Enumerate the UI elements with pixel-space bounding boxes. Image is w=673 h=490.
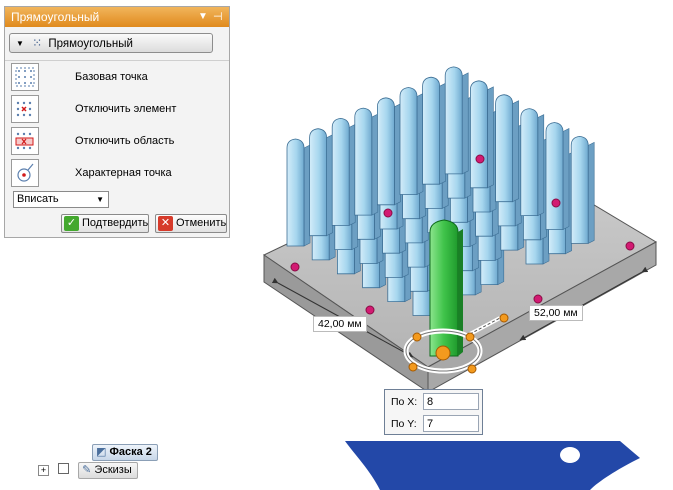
fin-side <box>512 100 519 203</box>
fin-side <box>461 72 469 175</box>
coord-y-row: По Y: <box>389 414 481 434</box>
width-dimension-label[interactable]: 42,00 мм <box>313 316 367 332</box>
selected-fin[interactable] <box>429 219 463 357</box>
manipulator-handle[interactable] <box>408 362 418 372</box>
tree-item-chamfer-label: Фаска 2 <box>109 446 152 458</box>
fin[interactable] <box>495 94 513 203</box>
coord-y-input[interactable] <box>423 415 479 432</box>
tool-disable-area-label: Отключить область <box>75 135 175 147</box>
fin-side <box>303 144 311 247</box>
tree-item-sketches-label: Эскизы <box>94 464 132 476</box>
fin-side <box>371 113 379 216</box>
manipulator-handle[interactable] <box>499 313 509 323</box>
fin-side <box>439 82 446 185</box>
tool-disable-element-label: Отключить элемент <box>75 103 177 115</box>
fin[interactable] <box>520 108 539 216</box>
keypoint-marker[interactable] <box>383 208 393 218</box>
panel-header: Прямоугольный ▼ ⊣ <box>5 7 229 27</box>
coordinate-entry-box: По X: По Y: <box>384 389 483 435</box>
fin-side <box>562 128 570 230</box>
keypoint-marker[interactable] <box>475 154 485 164</box>
fin-side <box>587 141 595 244</box>
manipulator-handle[interactable] <box>412 332 422 342</box>
fin-grid[interactable] <box>286 66 595 316</box>
coord-x-label: По X: <box>391 396 418 408</box>
tool-base-point[interactable]: Базовая точка <box>11 63 225 93</box>
keypoint-marker[interactable] <box>533 294 543 304</box>
fin[interactable] <box>470 80 488 189</box>
close-icon: ✕ <box>158 216 173 231</box>
manipulator-handle[interactable] <box>467 364 477 374</box>
fin[interactable] <box>309 128 327 237</box>
depth-dimension-label[interactable]: 52,00 мм <box>529 305 583 321</box>
fin-side <box>416 93 424 195</box>
coord-x-input[interactable] <box>423 393 479 410</box>
dropdown-arrow-icon[interactable]: ▼ <box>198 11 208 22</box>
keypoint-markers[interactable] <box>290 154 635 315</box>
checkbox[interactable] <box>58 463 70 474</box>
tool-base-point-label: Базовая точка <box>75 71 148 83</box>
background-part <box>345 441 640 490</box>
tree-item-chamfer[interactable]: ◩ Фаска 2 <box>92 444 158 461</box>
sketch-icon: ✎ <box>82 464 92 476</box>
fin[interactable] <box>570 135 589 244</box>
fin[interactable] <box>354 107 373 216</box>
keypoint-marker[interactable] <box>365 305 375 315</box>
fin-side <box>348 123 356 226</box>
fin[interactable] <box>399 87 418 195</box>
coord-x-row: По X: <box>389 392 481 412</box>
pattern-panel: Прямоугольный ▼ ⊣ ▼ ⁙ Прямоугольный Базо… <box>4 6 230 238</box>
disable-element-icon[interactable] <box>11 95 39 123</box>
disable-area-icon[interactable] <box>11 127 39 155</box>
fin[interactable] <box>286 138 305 247</box>
keypoint-marker[interactable] <box>625 241 635 251</box>
manipulator-handle[interactable] <box>465 332 475 342</box>
pattern-type-label: Прямоугольный <box>48 38 133 50</box>
chamfer-icon: ◩ <box>96 446 107 458</box>
keypoint-icon[interactable] <box>11 159 39 187</box>
chevron-down-icon: ▼ <box>16 39 24 48</box>
fin-side <box>326 134 333 237</box>
fin-side <box>537 114 545 217</box>
pattern-type-dropdown[interactable]: ▼ ⁙ Прямоугольный <box>9 33 213 53</box>
fin-side <box>394 103 401 206</box>
coord-y-label: По Y: <box>391 418 417 430</box>
confirm-button[interactable]: ✓ Подтвердить <box>61 214 149 233</box>
move-manipulator[interactable] <box>403 316 501 374</box>
fin[interactable] <box>444 66 463 175</box>
fit-mode-select[interactable]: Вписать ▼ <box>13 191 109 208</box>
tree-item-sketches[interactable]: + ✎ Эскизы <box>38 462 138 479</box>
fin[interactable] <box>545 122 564 230</box>
fin-side <box>487 86 494 189</box>
expand-icon[interactable]: + <box>38 465 49 476</box>
fit-mode-value: Вписать <box>17 193 59 205</box>
fin[interactable] <box>377 97 395 206</box>
tool-keypoint[interactable]: Характерная точка <box>11 159 225 189</box>
cancel-button-label: Отменить <box>176 217 227 229</box>
background-part-hole <box>560 447 580 463</box>
cancel-button[interactable]: ✕ Отменить <box>155 214 227 233</box>
pin-icon[interactable]: ⊣ <box>213 11 223 23</box>
tool-disable-element[interactable]: Отключить элемент <box>11 95 225 125</box>
base-point-icon[interactable] <box>11 63 39 91</box>
manipulator-handles[interactable] <box>408 313 509 374</box>
manipulator-handle[interactable] <box>435 345 451 361</box>
keypoint-marker[interactable] <box>551 198 561 208</box>
fin[interactable] <box>331 117 350 226</box>
panel-title: Прямоугольный <box>11 10 100 24</box>
fin[interactable] <box>422 76 440 185</box>
chevron-down-icon: ▼ <box>96 195 104 204</box>
confirm-button-label: Подтвердить <box>82 217 149 229</box>
tool-disable-area[interactable]: Отключить область <box>11 127 225 157</box>
pattern-icon: ⁙ <box>32 36 43 50</box>
keypoint-marker[interactable] <box>290 262 300 272</box>
tool-keypoint-label: Характерная точка <box>75 167 172 179</box>
check-icon: ✓ <box>64 216 79 231</box>
panel-separator <box>5 60 229 61</box>
